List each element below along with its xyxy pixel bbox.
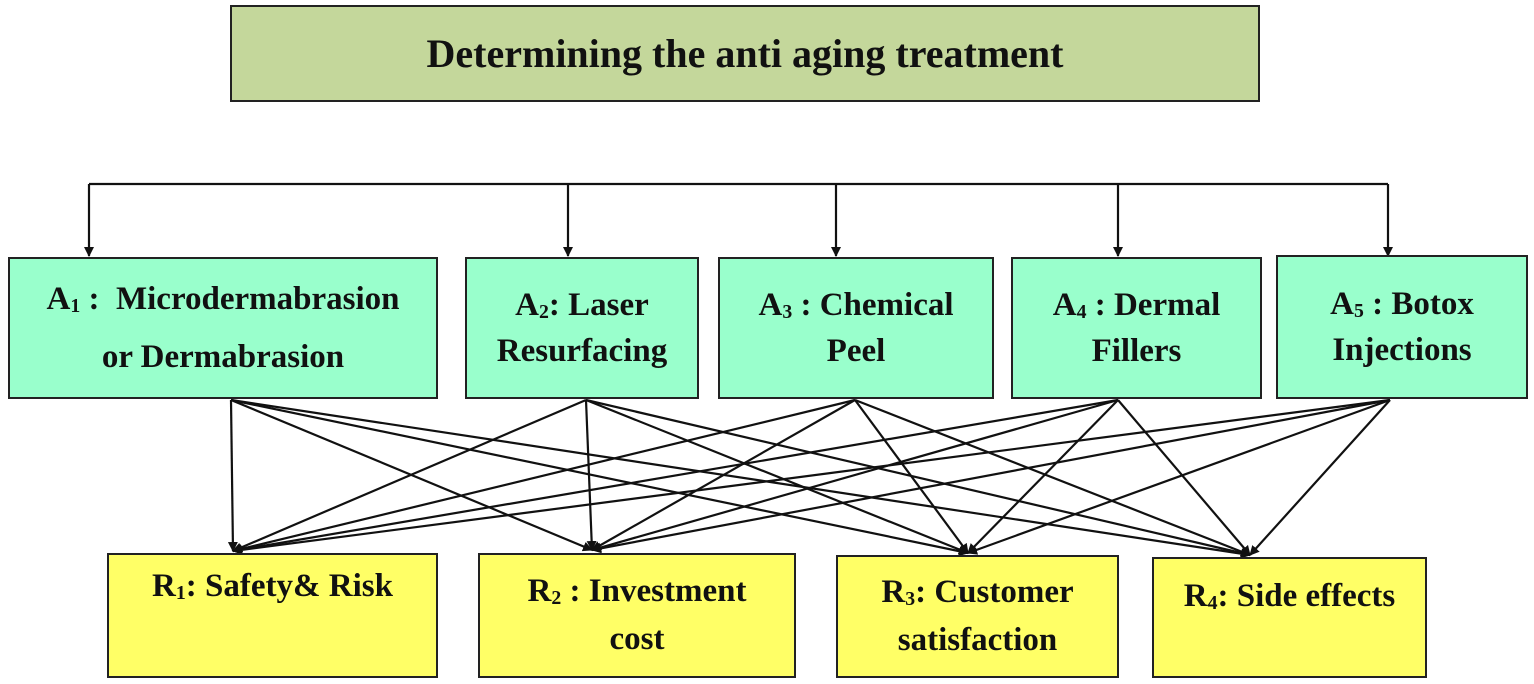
criterion-name: Safety& Risk <box>205 568 393 604</box>
alternative-line-1: A3 : Chemical <box>758 282 953 328</box>
a3-to-r2-arrow <box>591 399 856 551</box>
alternative-label: A2: Laser Resurfacing <box>497 282 667 374</box>
alternative-code: A <box>515 286 540 323</box>
alternative-label: A5 : Botox Injections <box>1330 281 1474 373</box>
criterion-line-1: R2 : Investment <box>528 568 747 616</box>
alternative-box-a4: A4 : Dermal Fillers <box>1011 257 1262 399</box>
alternative-label: A1 : Microdermabrasion or Dermabrasion <box>47 276 400 380</box>
alternative-code: A <box>1330 285 1354 322</box>
a4-to-r2-arrow <box>591 398 1119 553</box>
a4-to-r3-arrow <box>967 399 1119 554</box>
alternative-separator: : <box>548 286 569 323</box>
alternative-label: A4 : Dermal Fillers <box>1053 282 1221 374</box>
criterion-line-1: R3: Customer <box>881 569 1073 617</box>
criterion-line-2: satisfaction <box>897 621 1058 658</box>
goal-box: Determining the anti aging treatment <box>230 5 1260 102</box>
alternative-subscript: 4 <box>1076 300 1087 323</box>
a5-to-r1-arrow <box>232 398 1391 555</box>
criterion-name: Customer <box>934 573 1074 610</box>
a4-to-r1-arrow <box>232 398 1119 555</box>
alternative-separator: : <box>1086 286 1114 323</box>
criterion-label: R2 : Investment cost <box>528 568 747 664</box>
alternative-code: A <box>46 280 71 317</box>
criterion-separator: : <box>561 572 589 609</box>
criterion-box-r2: R2 : Investment cost <box>478 553 796 678</box>
criterion-subscript: 2 <box>551 586 562 609</box>
alternative-name: Botox <box>1391 285 1474 322</box>
a3-to-r1-arrow <box>232 398 856 554</box>
alternative-separator: : <box>792 286 820 323</box>
alternative-name: Microdermabrasion <box>115 280 400 317</box>
criterion-subscript: 4 <box>1207 591 1218 614</box>
alternative-line-1: A1 : Microdermabrasion <box>47 276 400 322</box>
alternative-label: A3 : Chemical Peel <box>758 282 953 374</box>
criterion-code: R <box>527 572 552 609</box>
criterion-code: R <box>881 573 906 610</box>
alternative-name: Laser <box>568 286 649 323</box>
criterion-subscript: 1 <box>175 581 186 604</box>
alternative-box-a1: A1 : Microdermabrasion or Dermabrasion <box>8 257 438 399</box>
criterion-box-r1: R1: Safety& Risk <box>107 553 438 678</box>
criterion-name: Side effects <box>1236 578 1396 614</box>
criterion-line-1: R1: Safety& Risk <box>152 563 393 611</box>
a5-to-r3-arrow <box>967 398 1391 555</box>
alternative-line-2: Peel <box>826 333 886 369</box>
a5-to-r2-arrow <box>591 398 1391 554</box>
alternative-subscript: 3 <box>782 300 793 323</box>
alternative-subscript: 2 <box>539 300 549 323</box>
alternative-line-1: A5 : Botox <box>1330 281 1474 327</box>
criterion-line-1: R4: Side effects <box>1184 573 1396 621</box>
a4-to-r4-arrow <box>1117 399 1251 556</box>
alternative-line-2: or Dermabrasion <box>101 339 345 375</box>
criterion-line-2: cost <box>609 620 665 657</box>
alternative-box-a2: A2: Laser Resurfacing <box>465 257 699 399</box>
criterion-subscript: 3 <box>905 587 916 610</box>
a1-to-r1-arrow <box>227 399 238 552</box>
a2-to-r2-arrow <box>584 399 597 551</box>
a3-to-r3-arrow <box>854 399 969 554</box>
criterion-name: Investment <box>588 572 747 609</box>
a2-to-r1-arrow <box>232 398 587 553</box>
alternative-line-1: A2: Laser <box>497 282 667 328</box>
alternative-name: Chemical <box>819 286 954 323</box>
criterion-separator: : <box>1217 578 1237 614</box>
criterion-code: R <box>152 568 176 604</box>
criterion-separator: : <box>915 573 935 610</box>
alternative-line-2: Fillers <box>1091 333 1182 369</box>
a1-to-r3-arrow <box>230 398 969 557</box>
alternative-box-a3: A3 : Chemical Peel <box>718 257 994 399</box>
criterion-box-r4: R4: Side effects <box>1152 557 1427 678</box>
a2-to-r4-arrow <box>585 398 1251 558</box>
a1-to-r4-arrow <box>230 398 1251 559</box>
criterion-label: R3: Customer satisfaction <box>881 569 1073 665</box>
alternative-separator: : <box>1363 285 1392 322</box>
alternative-separator: : <box>80 280 116 317</box>
alternative-line-1: A4 : Dermal <box>1053 282 1221 328</box>
alternative-subscript: 5 <box>1353 299 1364 322</box>
alternative-line-2: Injections <box>1332 332 1472 368</box>
alternative-code: A <box>1052 286 1077 323</box>
alternative-box-a5: A5 : Botox Injections <box>1276 255 1528 399</box>
alternative-code: A <box>758 286 783 323</box>
criterion-separator: : <box>185 568 206 604</box>
a5-to-r4-arrow <box>1249 399 1391 556</box>
goal-title: Determining the anti aging treatment <box>426 31 1064 76</box>
criterion-code: R <box>1183 578 1208 614</box>
alternative-subscript: 1 <box>70 294 81 317</box>
criterion-label: R4: Side effects <box>1184 573 1396 621</box>
criterion-box-r3: R3: Customer satisfaction <box>836 555 1119 678</box>
a2-to-r3-arrow <box>585 398 969 555</box>
criterion-label: R1: Safety& Risk <box>152 563 393 611</box>
alternative-name: Dermal <box>1113 286 1221 323</box>
a3-to-r4-arrow <box>854 398 1251 557</box>
alternative-line-2: Resurfacing <box>496 333 668 369</box>
